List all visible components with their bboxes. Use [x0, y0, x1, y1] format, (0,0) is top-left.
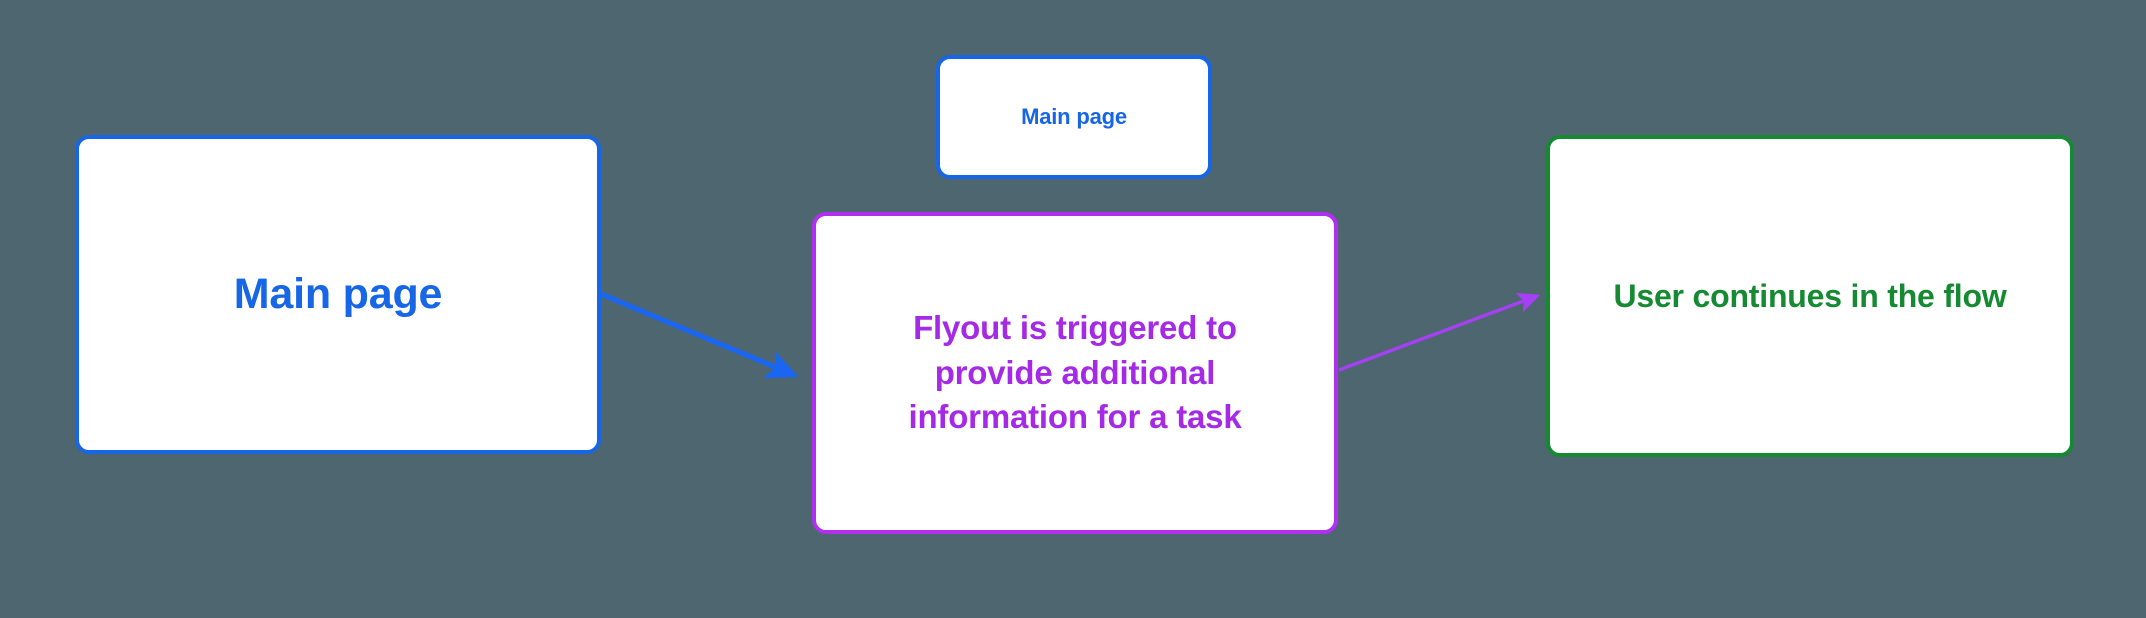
- node-user-continues-label: User continues in the flow: [1613, 277, 2007, 314]
- node-main-page-large[interactable]: Main page: [75, 135, 601, 454]
- edge-main-page-to-flyout: [599, 291, 799, 379]
- node-main-page-small[interactable]: Main page: [936, 55, 1212, 179]
- node-main-page-large-label: Main page: [233, 269, 443, 318]
- edge-flyout-to-user-continues: [1338, 292, 1541, 372]
- node-user-continues[interactable]: User continues in the flow: [1546, 135, 2074, 457]
- node-flyout-label: Flyout is triggered to provide additiona…: [908, 309, 1242, 436]
- node-main-page-small-label: Main page: [1021, 103, 1127, 129]
- node-flyout[interactable]: Flyout is triggered to provide additiona…: [812, 212, 1338, 534]
